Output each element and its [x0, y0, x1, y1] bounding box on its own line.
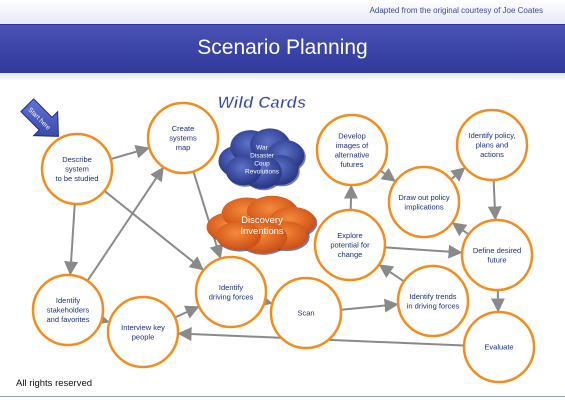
- clouds-layer: WarDisasterCoupRevolutionsDiscoveryInven…: [206, 128, 318, 255]
- node-circle: [315, 113, 389, 187]
- node-label-line: implications: [404, 202, 443, 211]
- cloud-label-line: Inventions: [240, 226, 284, 237]
- node-circle: [460, 218, 534, 292]
- flow-arrow-identify_stakeholders-to-create_map: [86, 166, 164, 282]
- cloud-label-line: War: [256, 144, 269, 151]
- node-label-line: alternative: [335, 150, 370, 159]
- node-label-line: plans and: [476, 141, 509, 150]
- node-label-line: Describe: [62, 155, 92, 164]
- node-label-line: systems: [169, 134, 197, 143]
- wild-cards-heading: Wild Cards: [218, 93, 307, 112]
- node-circle: [40, 132, 114, 206]
- node-circle: [455, 108, 529, 182]
- flow-arrow-draw_out-to-identify_policy: [450, 167, 466, 182]
- cloud-label-line: Disaster: [250, 152, 275, 159]
- slide-title: Scenario Planning: [197, 36, 368, 59]
- flow-arrow-identify_trends-to-explore: [378, 264, 405, 283]
- node-label-line: Create: [172, 124, 195, 133]
- node-circle: [269, 276, 343, 350]
- bottom-rule: [0, 396, 565, 397]
- node-label-line: in driving forces: [407, 301, 460, 310]
- flow-arrow-develop_images-to-draw_out: [379, 167, 396, 182]
- node-label-line: Identify policy,: [469, 131, 516, 140]
- node-label-line: and favorites: [47, 315, 90, 324]
- node-label-line: map: [176, 143, 191, 152]
- node-label-line: Identify: [219, 283, 243, 292]
- node-circle: [396, 264, 470, 338]
- node-label-line: futures: [341, 160, 364, 169]
- node-scan: Scan: [269, 276, 343, 350]
- title-bar: Scenario Planning: [0, 24, 565, 74]
- flow-arrow-scan-to-identify_trends: [340, 298, 399, 313]
- flow-arrow-explore-to-develop_images: [343, 184, 358, 211]
- node-label-line: Identify: [56, 296, 80, 305]
- node-label-line: Scan: [297, 309, 314, 318]
- node-label-line: Develop: [338, 131, 366, 140]
- node-label-line: Identify trends: [409, 292, 456, 301]
- flow-arrow-create_map-to-driving_forces: [192, 171, 224, 259]
- flow-arrow-interview-to-driving_forces: [174, 305, 200, 319]
- node-circle: [31, 273, 105, 347]
- node-label-line: Draw out policy: [398, 193, 450, 202]
- node-label-line: system: [65, 165, 89, 174]
- node-label-line: to be studied: [56, 174, 99, 183]
- title-shade: [0, 73, 565, 81]
- node-label-line: images of: [336, 141, 369, 150]
- node-evaluate: Evaluate: [462, 310, 536, 384]
- node-circle: [387, 165, 461, 239]
- top-strip: [0, 0, 565, 24]
- node-label-line: actions: [480, 150, 504, 159]
- node-label-line: Interview key: [121, 323, 165, 332]
- node-label-line: Explore: [337, 231, 362, 240]
- flow-arrow-describe-to-identify_stakeholders: [64, 203, 79, 276]
- node-circle: [313, 208, 387, 282]
- flow-arrow-describe-to-create_map: [110, 144, 150, 161]
- node-label-line: Define desired: [473, 246, 521, 255]
- node-label-line: change: [338, 250, 363, 259]
- node-circle: [106, 295, 180, 369]
- node-label-line: stakeholders: [47, 306, 90, 315]
- node-circle: [146, 101, 220, 175]
- node-label-line: people: [132, 332, 155, 341]
- cloud-label-line: Revolutions: [245, 168, 280, 175]
- node-label-line: Evaluate: [484, 343, 513, 352]
- attribution-text: Adapted from the original courtesy of Jo…: [369, 6, 543, 15]
- node-circle: [462, 310, 536, 384]
- node-circle: [194, 255, 268, 329]
- node-label-line: driving forces: [209, 292, 254, 301]
- footer-text: All rights reserved: [16, 378, 93, 389]
- flow-arrow-define_future-to-draw_out: [451, 222, 470, 237]
- cloud-label-line: Discovery: [241, 215, 283, 226]
- node-label-line: future: [487, 255, 506, 264]
- flow-arrow-identify_policy-to-define_future: [487, 179, 502, 221]
- cloud-label-line: Coup: [254, 160, 270, 167]
- flow-arrow-explore-to-define_future: [384, 244, 463, 259]
- flow-arrow-describe-to-driving_forces: [103, 190, 204, 271]
- node-label-line: potential for: [330, 241, 370, 250]
